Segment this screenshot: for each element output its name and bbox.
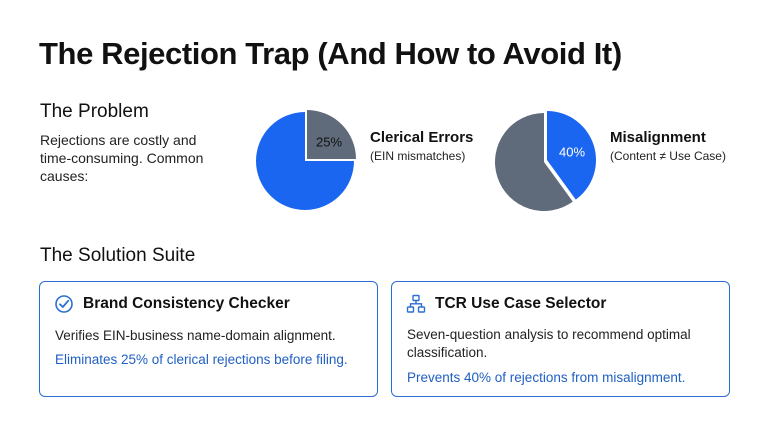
pie-slice-misalignment [547,111,596,200]
problem-heading: The Problem [40,101,149,122]
slide-title: The Rejection Trap (And How to Avoid It) [39,36,622,71]
card-description: Verifies EIN-business name-domain alignm… [55,328,336,343]
cause-subtitle: (EIN mismatches) [370,149,466,163]
pie-slice-remainder [494,113,573,211]
clerical-errors-pie-chart: 25% [256,110,356,210]
tcr-use-case-selector-card[interactable]: TCR Use Case Selector Seven-question ana… [391,281,730,397]
cause-title: Clerical Errors [370,129,474,146]
flowchart-icon [406,294,426,314]
brand-consistency-checker-card[interactable]: Brand Consistency Checker Verifies EIN-b… [39,281,378,397]
clerical-errors-label: Clerical Errors (EIN mismatches) [370,129,473,163]
card-result: Prevents 40% of rejections from misalign… [407,370,686,385]
pie-slice-clerical-errors [307,110,356,159]
solution-heading: The Solution Suite [40,245,196,266]
card-title: TCR Use Case Selector [435,295,607,312]
pie-slice-remainder [256,112,354,210]
pie-percent-label: 25% [316,134,342,149]
problem-description: Rejections are costly and time-consuming… [40,132,204,184]
misalignment-pie-chart: 40% [494,111,596,211]
card-result: Eliminates 25% of clerical rejections be… [55,352,348,367]
pie-percent-label: 40% [559,144,585,159]
cause-subtitle: (Content ≠ Use Case) [610,149,726,163]
card-title: Brand Consistency Checker [83,295,290,312]
misalignment-label: Misalignment (Content ≠ Use Case) [610,129,726,163]
card-description: Seven-question analysis to recommend opt… [407,327,691,360]
cause-title: Misalignment [610,129,706,146]
check-circle-icon [54,294,74,314]
